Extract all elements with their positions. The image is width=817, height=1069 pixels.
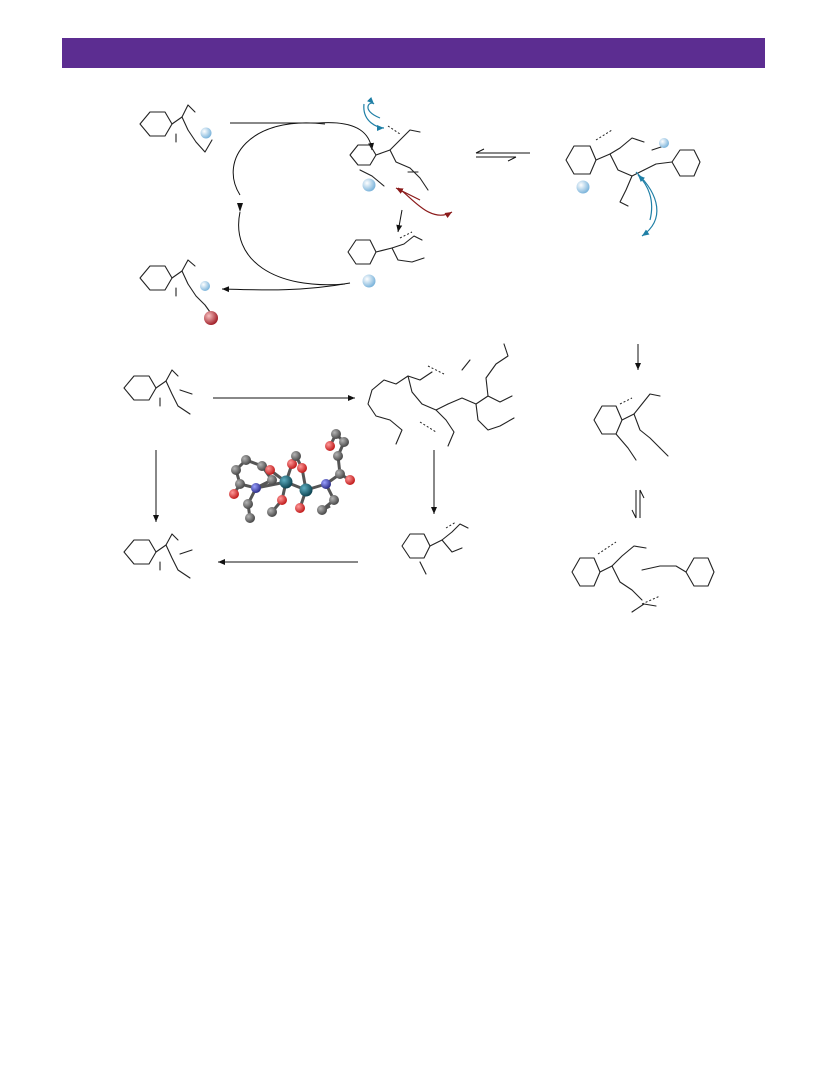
cycle-arrow-bottom: [221, 282, 351, 293]
rhodium-intermediate-2: [347, 231, 425, 288]
blue-curved-arrow-2: [635, 171, 658, 237]
arrow-down-small: [396, 209, 403, 233]
product-bottom-left: [123, 533, 193, 579]
crystal-structure-model: [229, 429, 355, 523]
rhodium-dimer-top: [565, 129, 701, 207]
cycle-arrow-top-curve: [317, 122, 375, 151]
header-banner: [62, 38, 765, 68]
rhodium-tetrakis-structure: [367, 343, 515, 447]
blue-sphere: [200, 281, 210, 291]
rhodium-dimer-bottom: [571, 541, 715, 613]
red-sphere: [204, 311, 218, 325]
rhodium-intermediate-bottom: [401, 521, 469, 575]
blue-sphere: [362, 178, 376, 192]
red-curved-arrow: [397, 187, 453, 219]
rhodium-atom: [279, 475, 293, 489]
rhodium-intermediate-1: [349, 125, 429, 192]
blue-sphere: [362, 274, 376, 288]
cycle-arc-upper: [232, 122, 326, 196]
blue-curved-arrow: [366, 96, 381, 119]
cycle-arc-lower: [238, 211, 346, 286]
starting-material-bottom: [123, 369, 193, 415]
blue-sphere: [659, 138, 669, 148]
substrate-top-left: [139, 104, 213, 153]
blue-sphere: [576, 180, 590, 194]
product-top-left: [139, 259, 218, 325]
blue-sphere: [200, 127, 212, 139]
rhodium-atom: [299, 483, 313, 497]
rhodium-complex-right-middle: [593, 393, 669, 461]
